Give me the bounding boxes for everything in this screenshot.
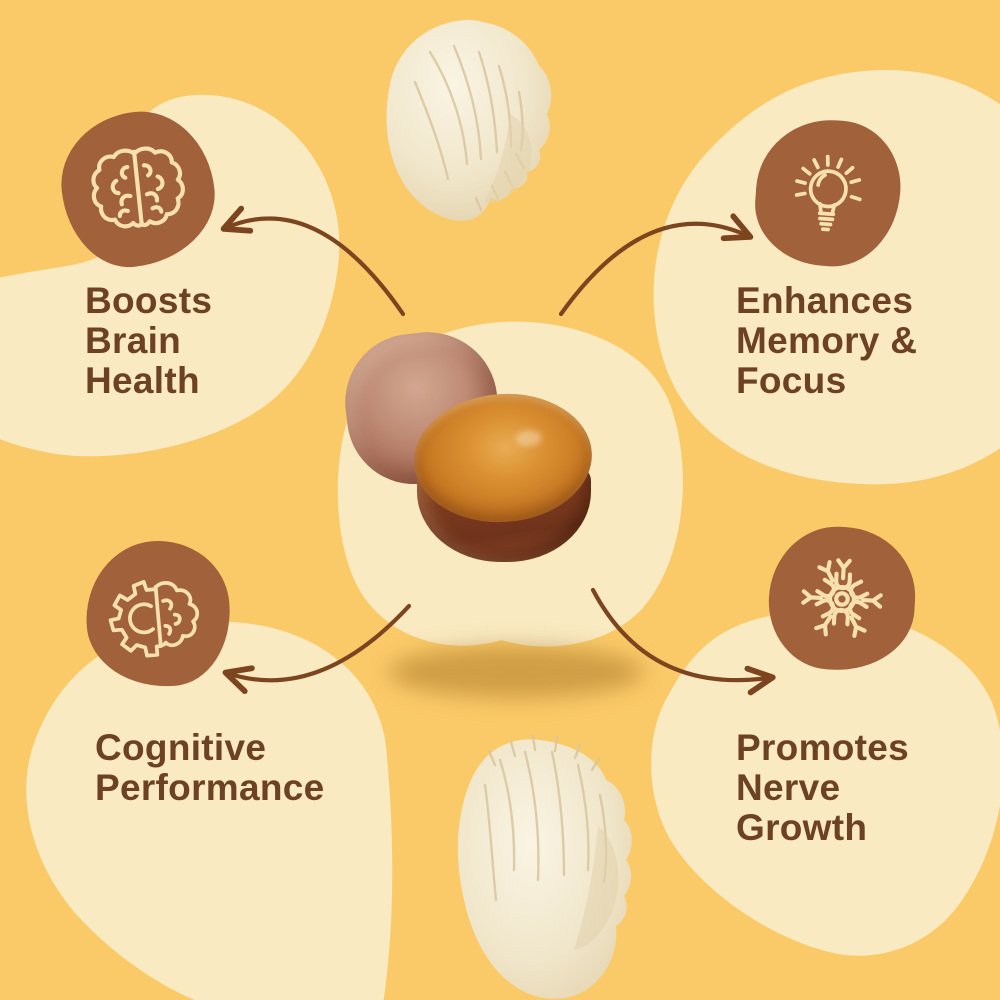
arrow-to-brain [220,205,406,317]
benefit-label-cognitive-performance: Cognitive Performance [95,727,325,808]
lightbulb-icon [751,115,905,271]
gummies-shadow [388,646,644,698]
benefit-label-promotes-nerve-growth: Promotes Nerve Growth [736,727,910,848]
gummy-front-image [409,387,597,566]
brain-icon [54,104,222,274]
benefit-label-enhances-memory-focus: Enhances Memory & Focus [736,280,918,401]
arrow-to-lightbulb [558,213,754,317]
gear-brain-icon [79,535,237,693]
benefit-label-boosts-brain-health: Boosts Brain Health [85,280,213,401]
neuron-icon [765,523,919,674]
cream-blob-bottom-left [26,621,393,1000]
arrow-to-gear-brain [222,603,412,695]
